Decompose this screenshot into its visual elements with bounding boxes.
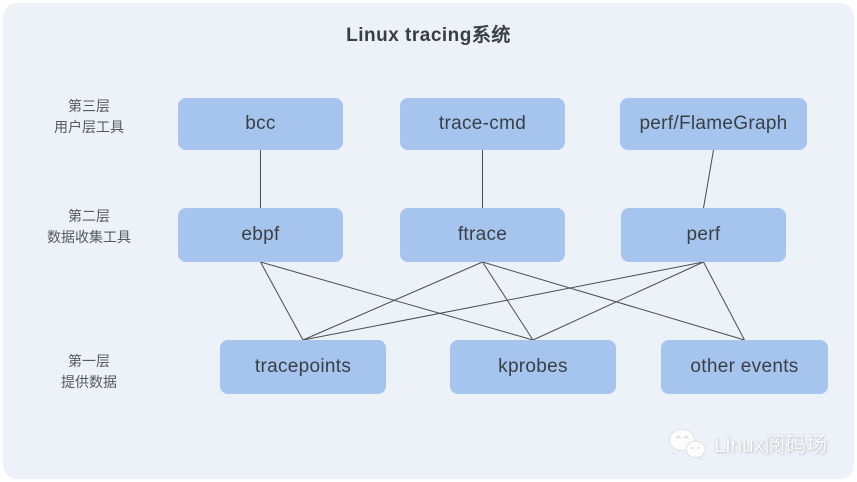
- node-other-events: other events: [661, 340, 828, 394]
- node-ebpf: ebpf: [178, 208, 343, 262]
- node-perf: perf: [621, 208, 786, 262]
- node-trace-cmd: trace-cmd: [400, 98, 565, 150]
- node-kprobes-label: kprobes: [498, 356, 568, 377]
- node-perf-flamegraph: perf/FlameGraph: [620, 98, 807, 150]
- node-ftrace: ftrace: [400, 208, 565, 262]
- layer3-label-line1: 第三层: [68, 98, 110, 114]
- node-ebpf-label: ebpf: [241, 224, 280, 245]
- node-perf-flamegraph-label: perf/FlameGraph: [639, 113, 788, 134]
- wechat-logo-icon: [669, 428, 706, 461]
- layer1-label-line1: 第一层: [68, 353, 110, 369]
- node-bcc-label: bcc: [245, 113, 276, 134]
- diagram-canvas: Linux tracing系统 第三层 用户层工具 第二层 数据收集工具 第一层…: [3, 3, 854, 479]
- node-tracepoints-label: tracepoints: [254, 356, 352, 377]
- layer3-label: 第三层 用户层工具: [23, 96, 155, 138]
- node-bcc: bcc: [178, 98, 343, 150]
- layer2-label-line1: 第二层: [68, 208, 110, 224]
- node-tracepoints: tracepoints: [220, 340, 386, 394]
- node-perf-label: perf: [686, 224, 721, 245]
- node-kprobes: kprobes: [450, 340, 616, 394]
- layer1-label-line2: 提供数据: [61, 374, 117, 390]
- node-other-events-label: other events: [690, 356, 799, 377]
- layer3-label-line2: 用户层工具: [54, 119, 124, 135]
- node-ftrace-label: ftrace: [457, 224, 508, 245]
- layer1-label: 第一层 提供数据: [23, 351, 155, 393]
- layer2-label-line2: 数据收集工具: [47, 229, 131, 245]
- node-trace-cmd-label: trace-cmd: [438, 113, 527, 134]
- watermark: Linux阅码场: [667, 427, 827, 461]
- layer2-label: 第二层 数据收集工具: [23, 206, 155, 248]
- watermark-text: Linux阅码场: [714, 434, 828, 457]
- diagram-title: Linux tracing系统: [346, 25, 511, 46]
